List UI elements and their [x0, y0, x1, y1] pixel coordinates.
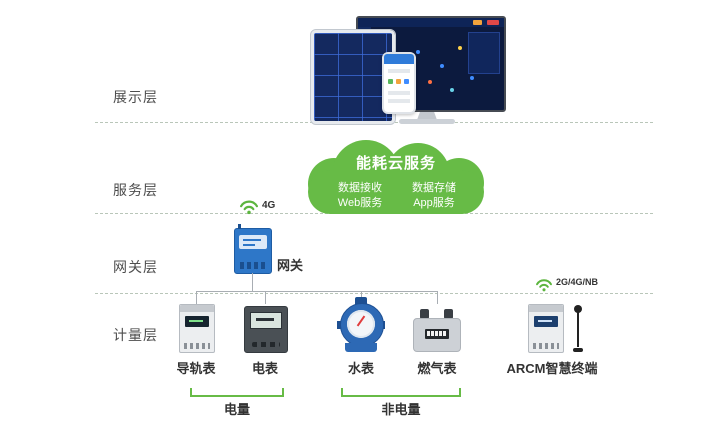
- electric-meter-buttons: [252, 342, 280, 347]
- water-meter-cap: [355, 297, 367, 306]
- layer-label-gateway: 网关层: [113, 259, 158, 275]
- gateway-wireless-label: 4G: [262, 200, 276, 211]
- device-label-arcm-terminal: ARCM智慧终端: [506, 361, 598, 376]
- gas-meter-digits: [427, 331, 447, 336]
- group-bracket-electric: [190, 388, 284, 397]
- phone-app-header: [384, 54, 414, 64]
- phone-chip: [404, 79, 409, 84]
- map-dot: [470, 76, 474, 80]
- gateway-antenna-stub: [238, 224, 241, 229]
- arcm-wireless-label: 2G/4G/NB: [556, 277, 599, 287]
- antenna-rod: [577, 311, 579, 347]
- monitor-stand-neck: [417, 110, 437, 120]
- device-label-electric-meter: 电表: [251, 361, 278, 376]
- cloud-title: 能耗云服务: [355, 155, 436, 172]
- arcm-display: [534, 316, 558, 327]
- device-label-din-rail-meter: 导轨表: [176, 361, 216, 376]
- layer-label-display: 展示层: [113, 89, 158, 105]
- phone-content-row: [388, 69, 410, 73]
- din-meter-top: [180, 305, 214, 312]
- cloud-service-app: App服务: [413, 197, 455, 209]
- gateway-label: 网关: [277, 258, 304, 273]
- cloud-service-data-storage: 数据存储: [412, 182, 456, 194]
- device-label-water-meter: 水表: [347, 361, 374, 376]
- gas-meter-pipe: [444, 309, 453, 319]
- din-meter-terminals: [184, 343, 210, 349]
- phone-chip: [388, 79, 393, 84]
- group-label-non-electric: 非电量: [381, 402, 421, 417]
- group-bracket-non-electric: [341, 388, 461, 397]
- connector-bus: [196, 291, 438, 292]
- connector-drop-din: [196, 292, 197, 304]
- gateway-ports: [240, 262, 266, 269]
- gateway-device-illustration: [234, 224, 272, 274]
- electric-meter-illustration: [244, 306, 288, 353]
- monitor-red-badge: [487, 20, 499, 25]
- din-meter-display: [185, 316, 209, 327]
- connector-drop-panel: [265, 292, 266, 304]
- wifi-signal-icon: [536, 279, 552, 292]
- layer-label-service: 服务层: [113, 182, 158, 198]
- water-meter-face: [347, 310, 375, 338]
- gas-meter-illustration: [413, 309, 461, 352]
- map-dot: [440, 64, 444, 68]
- cloud-service-data-receive: 数据接收: [338, 182, 382, 194]
- arcm-antenna-icon: [571, 305, 585, 352]
- water-meter-illustration: [337, 297, 385, 352]
- map-dot: [428, 80, 432, 84]
- tablet-illustration: [310, 29, 396, 125]
- gateway-label-strip: [239, 235, 267, 249]
- arcm-terminal-illustration: [528, 304, 564, 353]
- wifi-signal-icon: [240, 200, 258, 215]
- cloud-shape: [308, 170, 484, 214]
- device-label-gas-meter: 燃气表: [417, 361, 457, 376]
- din-rail-meter-illustration: [179, 304, 215, 353]
- layer-divider-3: [95, 293, 653, 294]
- group-label-electric: 电量: [223, 402, 250, 417]
- antenna-tip: [574, 305, 582, 313]
- monitor-stand-base: [399, 119, 455, 124]
- monitor-topbar: [358, 18, 504, 27]
- antenna-base: [573, 348, 583, 352]
- water-meter-pipe-left: [337, 321, 342, 329]
- energy-cloud-service: 能耗云服务 数据接收 数据存储 Web服务 App服务: [308, 140, 484, 214]
- connector-gateway-down: [252, 273, 253, 291]
- arcm-terminals: [533, 343, 559, 349]
- phone-chip: [396, 79, 401, 84]
- map-dot: [450, 88, 454, 92]
- electric-meter-display: [250, 312, 282, 329]
- gas-meter-counter: [425, 329, 449, 339]
- map-dot: [458, 46, 462, 50]
- gas-meter-pipe: [420, 309, 429, 319]
- water-meter-body: [345, 343, 377, 352]
- phone-illustration: [382, 52, 416, 114]
- phone-content-row: [388, 91, 410, 95]
- connector-drop-gas: [437, 292, 438, 304]
- cloud-service-web: Web服务: [337, 197, 383, 209]
- layer-label-metering: 计量层: [113, 327, 158, 343]
- arcm-top: [529, 305, 563, 312]
- monitor-orange-badge: [473, 20, 482, 25]
- monitor-side-panel: [468, 32, 500, 74]
- map-dot: [416, 50, 420, 54]
- phone-content-row: [388, 99, 410, 103]
